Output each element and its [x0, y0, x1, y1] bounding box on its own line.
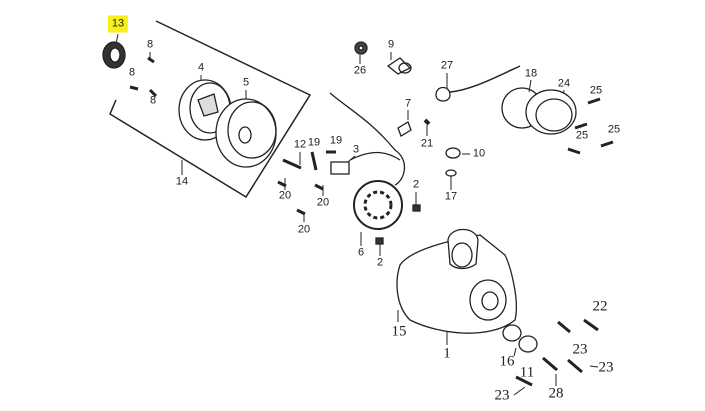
callout-24: 24: [557, 77, 571, 90]
callout-20: 20: [297, 223, 311, 236]
callout-2: 2: [376, 256, 384, 269]
callout-23: 23: [572, 341, 588, 358]
callout-18: 18: [524, 67, 538, 80]
callout-9: 9: [387, 38, 395, 51]
callout-25: 25: [589, 84, 603, 97]
callout-17: 17: [444, 190, 458, 203]
callout-21: 21: [420, 137, 434, 150]
callout-20: 20: [316, 196, 330, 209]
callout-25: 25: [575, 129, 589, 142]
callout-26: 26: [353, 64, 367, 77]
callout-2: 2: [412, 178, 420, 191]
callout-14: 14: [175, 175, 189, 188]
callout-23: 23: [598, 359, 614, 376]
callout-27: 27: [440, 59, 454, 72]
callout-12: 12: [293, 138, 307, 151]
callout-1: 1: [443, 345, 451, 362]
callout-4: 4: [197, 61, 205, 74]
assembly-bracket: [109, 20, 312, 199]
leader-lines: [115, 33, 599, 396]
callout-11: 11: [519, 364, 535, 381]
callout-8: 8: [128, 66, 136, 79]
callout-25: 25: [607, 123, 621, 136]
callout-8: 8: [149, 94, 157, 107]
callout-10: 10: [472, 147, 486, 160]
callout-16: 16: [499, 353, 515, 370]
callout-22: 22: [592, 298, 608, 315]
callout-15: 15: [391, 323, 407, 340]
callout-23: 23: [494, 387, 510, 404]
callout-19: 19: [307, 136, 321, 149]
callout-7: 7: [404, 97, 412, 110]
callout-5: 5: [242, 76, 250, 89]
callout-8: 8: [146, 38, 154, 51]
callout-13-highlighted[interactable]: 13: [107, 15, 129, 33]
callout-19: 19: [329, 134, 343, 147]
callout-28: 28: [548, 385, 564, 402]
callout-20: 20: [278, 189, 292, 202]
callout-3: 3: [352, 143, 360, 156]
callout-6: 6: [357, 246, 365, 259]
